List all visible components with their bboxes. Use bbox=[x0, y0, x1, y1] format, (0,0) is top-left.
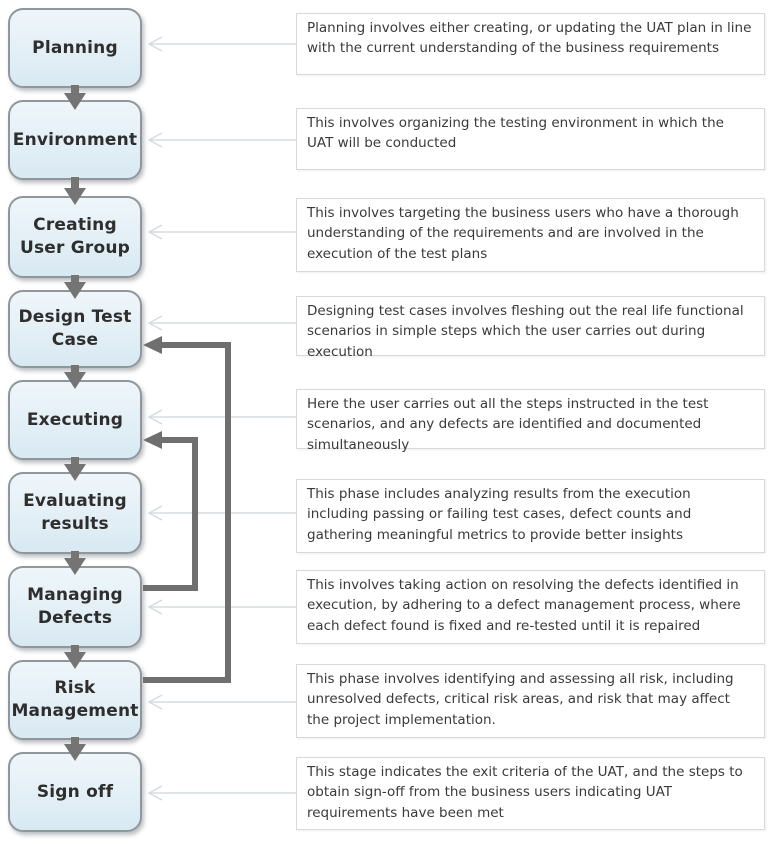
description-connectors bbox=[147, 36, 296, 801]
feedback-arrow-risk-management-to-design-test-case bbox=[143, 336, 231, 683]
stage-box-risk-management: Risk Management bbox=[8, 660, 142, 740]
connector-planning bbox=[147, 36, 296, 52]
description-box-creating-user-group: This involves targeting the business use… bbox=[296, 198, 765, 272]
description-text: This involves taking action on resolving… bbox=[307, 577, 741, 634]
description-box-design-test-case: Designing test cases involves fleshing o… bbox=[296, 296, 765, 360]
connector-sign-off bbox=[147, 785, 296, 801]
connector-environment bbox=[147, 132, 296, 148]
stage-label: Design Test Case bbox=[18, 307, 132, 350]
connector-design-test-case bbox=[147, 315, 296, 331]
feedback-arrows bbox=[143, 336, 231, 683]
stage-label: Planning bbox=[32, 37, 118, 58]
stage-box-planning: Planning bbox=[8, 8, 142, 88]
description-box-environment: This involves organizing the testing env… bbox=[296, 108, 765, 170]
stage-box-design-test-case: Design Test Case bbox=[8, 290, 142, 368]
stage-label: Risk Management bbox=[11, 678, 139, 721]
description-text: This involves targeting the business use… bbox=[307, 205, 739, 262]
connector-creating-user-group bbox=[147, 224, 296, 240]
description-text: This phase involves identifying and asse… bbox=[307, 671, 734, 728]
stage-label: Sign off bbox=[36, 781, 114, 802]
description-box-managing-defects: This involves taking action on resolving… bbox=[296, 570, 765, 644]
arrowhead-left-icon bbox=[143, 336, 162, 354]
stage-label: Environment bbox=[12, 129, 138, 150]
stage-label: Managing Defects bbox=[27, 585, 123, 628]
stage-box-executing: Executing bbox=[8, 380, 142, 460]
description-text: This phase includes analyzing results fr… bbox=[307, 486, 692, 543]
description-box-evaluating-results: This phase includes analyzing results fr… bbox=[296, 479, 765, 553]
stage-box-environment: Environment bbox=[8, 100, 142, 180]
connector-managing-defects bbox=[147, 599, 296, 615]
description-box-risk-management: This phase involves identifying and asse… bbox=[296, 664, 765, 738]
stage-box-creating-user-group: Creating User Group bbox=[8, 196, 142, 278]
stage-box-sign-off: Sign off bbox=[8, 752, 142, 832]
arrowhead-left-icon bbox=[143, 431, 162, 449]
description-text: Here the user carries out all the steps … bbox=[307, 396, 709, 453]
stage-label: Creating User Group bbox=[19, 215, 131, 258]
description-text: Designing test cases involves fleshing o… bbox=[307, 303, 744, 360]
connector-risk-management bbox=[147, 694, 296, 710]
description-text: Planning involves either creating, or up… bbox=[307, 20, 752, 57]
stage-box-managing-defects: Managing Defects bbox=[8, 566, 142, 648]
connector-executing bbox=[147, 409, 296, 425]
description-box-executing: Here the user carries out all the steps … bbox=[296, 389, 765, 453]
stage-label: Executing bbox=[26, 409, 124, 430]
description-text: This involves organizing the testing env… bbox=[307, 115, 724, 152]
description-box-planning: Planning involves either creating, or up… bbox=[296, 13, 765, 75]
description-box-sign-off: This stage indicates the exit criteria o… bbox=[296, 757, 765, 830]
description-text: This stage indicates the exit criteria o… bbox=[307, 764, 743, 821]
stage-box-evaluating-results: Evaluating results bbox=[8, 472, 142, 554]
stage-label: Evaluating results bbox=[23, 491, 127, 534]
connector-evaluating-results bbox=[147, 505, 296, 521]
feedback-arrow-managing-defects-to-executing bbox=[143, 431, 198, 591]
